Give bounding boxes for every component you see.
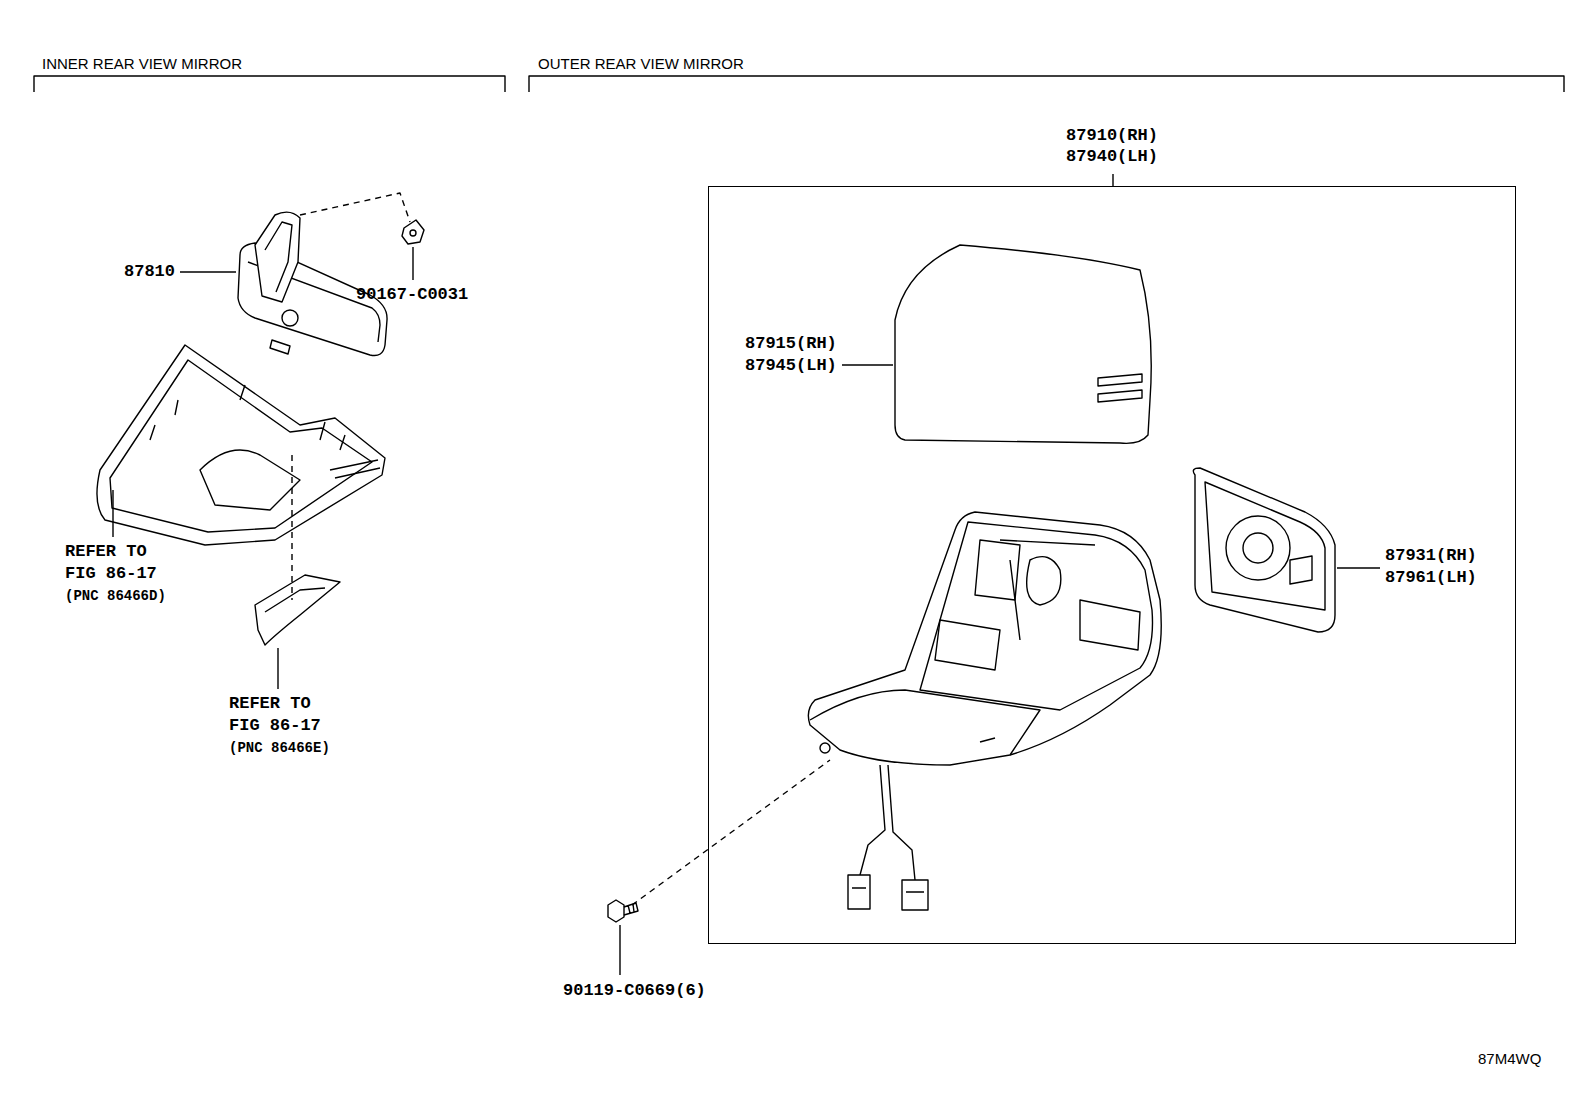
clip [402,220,424,244]
leader-line [113,174,1380,975]
section-label: INNER REAR VIEW MIRROR [42,55,242,73]
callout-number: 87961(LH) [1385,567,1477,588]
callout-number: 90119-C0669(6) [563,980,706,1001]
dashed-line [292,193,830,905]
wire-harness [848,765,928,910]
callout-number: (PNC 86466E) [229,738,330,759]
console-cover [255,575,340,645]
callout-number: 87931(RH) [1385,545,1477,566]
callout-number: (PNC 86466D) [65,586,166,607]
section-bracket [34,76,1564,92]
mirror-body [808,512,1161,765]
screw [608,900,638,922]
callout-number: FIG 86-17 [65,563,157,584]
section-label: 87M4WQ [1478,1050,1541,1068]
overhead-console [97,345,385,545]
callout-number: FIG 86-17 [229,715,321,736]
inner-mirror [238,212,387,355]
part-number: 87910(RH) [709,125,1515,146]
part-number-group: 87910(RH)87940(LH) [709,125,1515,167]
callout-number: 90167-C0031 [356,284,468,305]
part-number: 87940(LH) [709,146,1515,167]
section-label: OUTER REAR VIEW MIRROR [538,55,744,73]
callout-number: REFER TO [229,693,311,714]
callout-number: 87915(RH) [745,333,837,354]
callout-number: REFER TO [65,541,147,562]
mirror-glass [1193,468,1335,632]
callout-number: 87945(LH) [745,355,837,376]
mirror-cover [895,245,1151,443]
callout-number: 87810 [124,261,175,282]
